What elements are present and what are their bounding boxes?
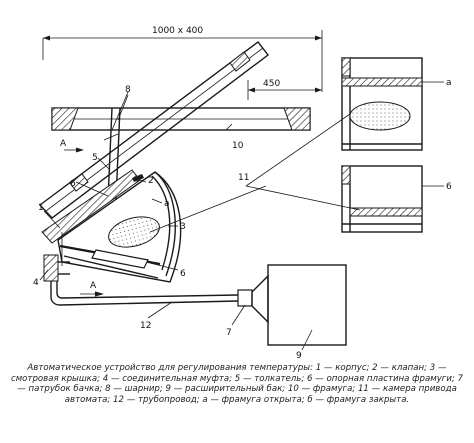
coupling bbox=[43, 254, 70, 282]
dimension-offset: 450 bbox=[247, 79, 322, 100]
transom-closed bbox=[51, 107, 311, 131]
label-1: 1 bbox=[38, 203, 44, 213]
label-6-upper: 6 bbox=[70, 179, 76, 189]
inset-closed bbox=[341, 165, 423, 233]
leader-lines bbox=[39, 81, 444, 351]
label-flow-lower: A bbox=[90, 281, 97, 291]
label-6-inset: 6 bbox=[446, 182, 452, 192]
label-7: 7 bbox=[226, 328, 232, 338]
label-3: 3 bbox=[180, 222, 186, 232]
label-12: 12 bbox=[140, 321, 151, 331]
label-5: 5 bbox=[92, 153, 98, 163]
label-flow-upper: A bbox=[60, 139, 67, 149]
dimension-overall-label: 1000 x 400 bbox=[152, 26, 203, 36]
label-9: 9 bbox=[296, 351, 302, 360]
figure-caption: Автоматическое устройство для регулирова… bbox=[10, 363, 464, 405]
label-6-lower: 6 bbox=[180, 269, 186, 279]
label-a-main: a bbox=[164, 199, 170, 209]
pipeline bbox=[50, 281, 239, 306]
label-2: 2 bbox=[148, 176, 154, 186]
label-10: 10 bbox=[232, 141, 244, 151]
dimension-overall: 1000 x 400 bbox=[42, 26, 323, 92]
label-4: 4 bbox=[33, 278, 39, 288]
automat-housing bbox=[41, 169, 182, 283]
expansion-tank bbox=[237, 264, 347, 346]
label-a-inset: a bbox=[446, 78, 452, 88]
inset-open bbox=[341, 57, 423, 151]
temperature-regulator-diagram: 1000 x 400 450 bbox=[33, 26, 452, 360]
label-8: 8 bbox=[125, 85, 131, 95]
label-11: 11 bbox=[238, 173, 249, 183]
dimension-offset-label: 450 bbox=[263, 79, 280, 89]
